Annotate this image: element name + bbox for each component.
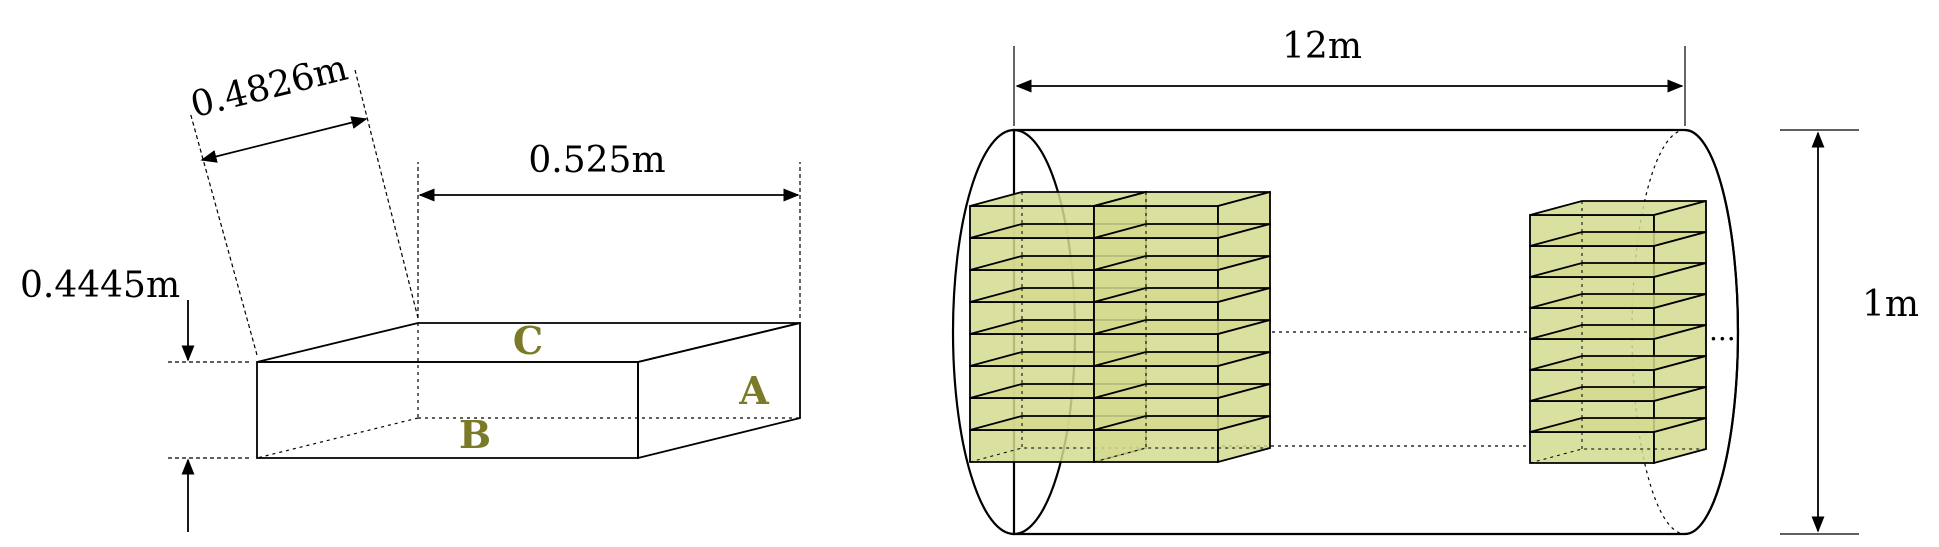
box-hidden-edges [256,323,800,459]
depth-dimension-arrow [200,116,368,163]
diameter-dimension [1780,129,1859,535]
box-extension-lines [168,69,801,459]
face-label-c: C [513,318,543,363]
length-dimension [1013,46,1686,126]
continuation-ellipsis: ... [1709,314,1736,347]
box-stack-right [1529,199,1707,465]
cylinder-diagram: ... 12m 1m [951,26,1919,536]
cylinder-interior-lines [1222,331,1530,447]
face-label-b: B [459,412,491,457]
stacked-box [1093,414,1271,464]
length-label: 12m [1282,26,1362,67]
height-label: 0.4445m [20,265,180,306]
box-stack-left [969,190,1271,464]
diameter-label: 1m [1862,284,1919,325]
depth-label: 0.4826m [187,48,352,127]
box-diagram: C A B 0.525m 0.4826m 0.4445m [20,48,801,532]
cylinder-right-end [1684,128,1740,536]
stacked-box [1529,416,1707,465]
face-label-a: A [738,368,769,413]
box-side-face [637,321,801,460]
box-front-face [256,361,639,459]
width-label: 0.525m [528,140,665,181]
